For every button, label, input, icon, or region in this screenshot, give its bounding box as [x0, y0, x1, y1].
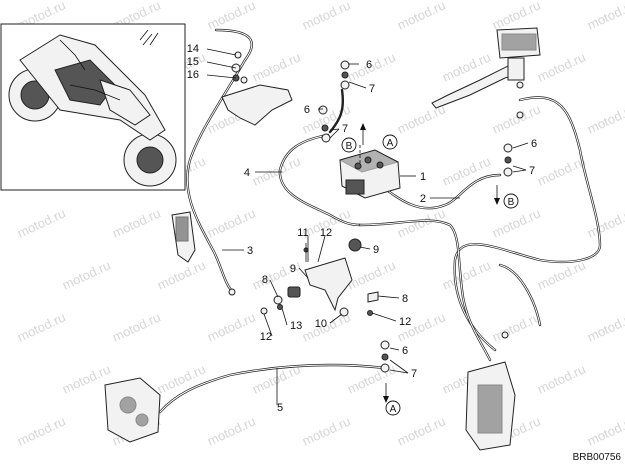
callout-label: 11 [297, 227, 308, 239]
watermark-text: motod.ru [440, 257, 493, 292]
watermark-text: motod.ru [110, 309, 163, 344]
watermark-text: motod.ru [395, 0, 448, 33]
flow-marker-a-bottom: A [385, 400, 401, 416]
drawing-code: BRB00756 [573, 452, 622, 463]
watermark-text: motod.ru [15, 413, 68, 448]
callout-label: 8 [262, 274, 268, 286]
watermark-text: motod.ru [15, 205, 68, 240]
watermark-text: motod.ru [155, 361, 208, 396]
callout-label: 10 [315, 318, 327, 330]
abs-modulator [338, 149, 401, 199]
callout-label: 6 [402, 345, 408, 357]
watermark-text: motod.ru [250, 49, 303, 84]
watermark-text: motod.ru [440, 153, 493, 188]
svg-text:B: B [508, 197, 515, 208]
watermark-text: motod.ru [535, 153, 588, 188]
brake-hoses [158, 28, 602, 414]
flow-marker-b-left: B [341, 137, 357, 153]
watermark-text: motod.ru [585, 205, 625, 240]
callout-label: 12 [320, 227, 332, 239]
watermark-text: motod.ru [535, 49, 588, 84]
callout-label: 13 [290, 320, 302, 332]
watermark-text: motod.ru [15, 309, 68, 344]
abs-bracket [260, 238, 379, 317]
watermark-text: motod.ru [205, 413, 258, 448]
callout-label: 7 [369, 83, 375, 95]
callout-label: 7 [342, 123, 348, 135]
watermark-text: motod.ru [300, 0, 353, 33]
callout-label: 8 [402, 293, 408, 305]
callout-label: 3 [247, 245, 253, 257]
watermark-text: motod.ru [535, 361, 588, 396]
callout-label: 6 [304, 104, 310, 116]
watermark-text: motod.ru [490, 101, 543, 136]
callout-label: 15 [187, 56, 199, 68]
callout-label: 2 [420, 193, 426, 205]
flow-marker-a-top: A [382, 134, 398, 150]
watermark-text: motod.ru [585, 309, 625, 344]
watermark-text: motod.ru [490, 309, 543, 344]
watermark-text: motod.ru [585, 0, 625, 33]
svg-text:B: B [346, 141, 353, 152]
components [104, 27, 541, 451]
leader-lines [206, 48, 529, 405]
callout-label: 7 [529, 165, 535, 177]
watermark-text: motod.ru [110, 205, 163, 240]
svg-text:A: A [387, 138, 394, 149]
watermark-text: motod.ru [300, 413, 353, 448]
watermark-text: motod.ru [395, 413, 448, 448]
callout-label: 4 [244, 167, 250, 179]
callout-label: 7 [411, 368, 417, 380]
watermark-text: motod.ru [585, 413, 625, 448]
callout-label: 1 [420, 171, 426, 183]
watermark-text: motod.ru [250, 153, 303, 188]
callout-label: 12 [399, 316, 411, 328]
watermark-text: motod.ru [60, 257, 113, 292]
watermark-text: motod.ru [345, 257, 398, 292]
watermark-text: motod.ru [60, 361, 113, 396]
callout-label: 9 [373, 244, 379, 256]
callout-label: 9 [290, 263, 296, 275]
motorcycle-inset [0, 23, 186, 191]
callout-label: 6 [366, 59, 372, 71]
callout-label: 14 [187, 43, 199, 55]
svg-text:A: A [390, 404, 397, 415]
callout-label: 12 [260, 331, 272, 343]
callout-labels: 14 15 16 6 7 6 7 6 7 6 7 4 1 2 3 5 11 12… [187, 43, 537, 414]
callout-label: 6 [531, 138, 537, 150]
watermark-text: motod.ru [585, 101, 625, 136]
fittings [228, 51, 524, 373]
watermark-text: motod.ru [155, 257, 208, 292]
callout-label: 5 [277, 402, 283, 414]
flow-markers: A B B A [341, 134, 519, 416]
watermark-text: motod.ru [205, 0, 258, 33]
watermark-text: motod.ru [205, 309, 258, 344]
watermark-text: motod.ru [205, 205, 258, 240]
callout-label: 16 [187, 69, 199, 81]
watermark-text: motod.ru [490, 205, 543, 240]
flow-marker-b-right: B [503, 193, 519, 209]
